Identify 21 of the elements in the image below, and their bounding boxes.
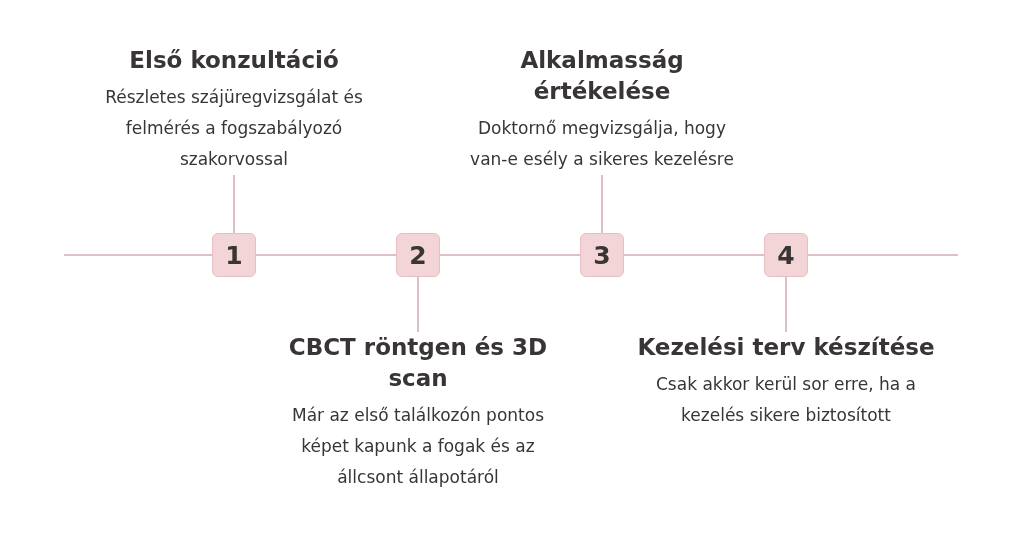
connector-line (601, 174, 603, 234)
timeline-line (623, 254, 765, 256)
step-number: 3 (580, 233, 624, 277)
step-heading: Alkalmasság értékelése (519, 46, 685, 106)
timeline-line (439, 254, 581, 256)
timeline-line (63, 254, 213, 256)
step-heading: Első konzultáció (128, 46, 340, 75)
step-heading: CBCT röntgen és 3D scan (287, 333, 549, 393)
step-description: Doktornő megvizsgálja, hogy van-e esély a sikeres kezelésre (469, 117, 735, 171)
connector-line (417, 276, 419, 333)
step-description: Részletes szájüregvizsgálat és felmérés a fogszabályozó szakorvossal (104, 86, 364, 171)
timeline-line (255, 254, 397, 256)
step-description: Csak akkor kerül sor erre, ha a kezelés sikere biztosított (655, 373, 917, 427)
step-description: Már az első találkozón pontos képet kapunk a fogak és az állcsont állapotáról (290, 404, 545, 489)
step-heading: Kezelési terv készítése (636, 333, 936, 362)
step-number: 4 (764, 233, 808, 277)
connector-line (233, 174, 235, 234)
step-number: 2 (396, 233, 440, 277)
step-number: 1 (212, 233, 256, 277)
connector-line (785, 276, 787, 333)
timeline-line (807, 254, 959, 256)
